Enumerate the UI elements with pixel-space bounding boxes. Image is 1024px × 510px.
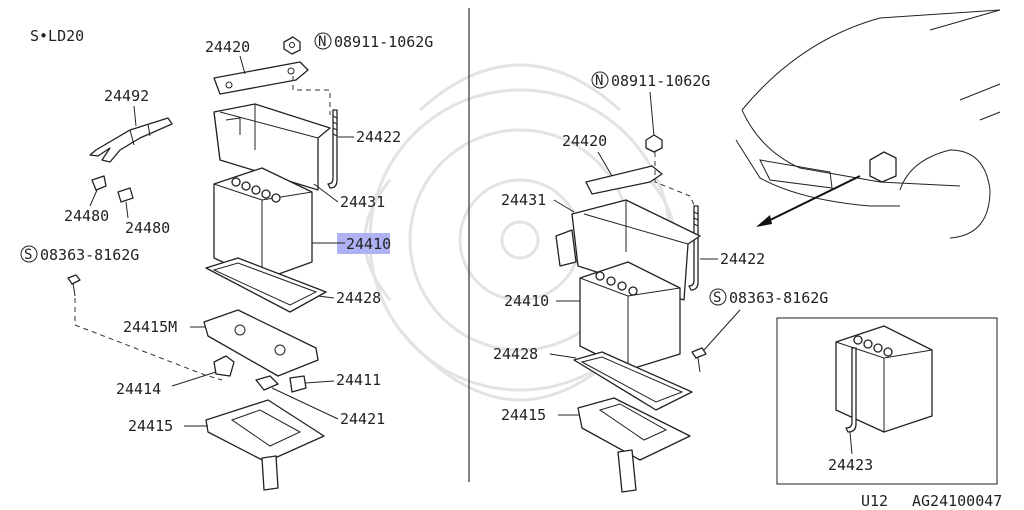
nut-prefix-left: N — [318, 34, 326, 50]
clip-24421 — [255, 375, 279, 391]
bracket-24414 — [213, 355, 235, 377]
label-24492: 24492 — [104, 87, 149, 105]
nut-right — [645, 134, 663, 153]
label-24480-b: 24480 — [125, 219, 170, 237]
label-24411: 24411 — [336, 371, 381, 389]
screw-code-left: S 08363-8162G — [20, 245, 139, 264]
hold-down-bracket-left — [213, 61, 309, 95]
nut-number-left: 08911-1062G — [334, 33, 433, 51]
hold-down-bracket-right — [585, 165, 663, 195]
label-24480-a: 24480 — [64, 207, 109, 225]
label-24415m: 24415M — [123, 318, 177, 336]
label-24422-left: 24422 — [356, 128, 401, 146]
model-tag: S•LD20 — [30, 27, 84, 45]
screw-prefix-right: S — [713, 290, 721, 306]
battery-base-24415-left — [205, 399, 325, 491]
hold-down-rod-left — [327, 109, 338, 189]
screw-number-left: 08363-8162G — [40, 246, 139, 264]
label-24410-left: 24410 — [346, 235, 391, 253]
battery-base-24415-right — [577, 397, 691, 493]
nut-number-right: 08911-1062G — [611, 72, 710, 90]
nut-code-left: N 08911-1062G — [314, 32, 433, 51]
label-24431-right: 24431 — [501, 191, 546, 209]
inset-frame — [776, 317, 998, 485]
location-arrow — [761, 175, 861, 225]
label-24420-right: 24420 — [562, 132, 607, 150]
vehicle-front-outline — [735, 9, 1001, 239]
label-24410-right: 24410 — [504, 292, 549, 310]
battery-box-right — [555, 199, 701, 301]
label-24423: 24423 — [828, 456, 873, 474]
label-24431-left: 24431 — [340, 193, 385, 211]
footer-code-left: U12 — [861, 492, 888, 510]
battery-left — [213, 167, 313, 281]
label-24420-left: 24420 — [205, 38, 250, 56]
clip-24480-b — [117, 187, 134, 203]
highlight-24410 — [337, 233, 390, 254]
clip-24411 — [289, 375, 307, 393]
battery-right — [579, 261, 681, 371]
nut-left — [283, 36, 301, 55]
label-24415-left: 24415 — [128, 417, 173, 435]
screw-right — [691, 347, 707, 373]
screw-left — [67, 274, 81, 297]
hold-down-rod-right — [688, 205, 699, 291]
footer-code-right: AG24100047 — [912, 492, 1002, 510]
screw-number-right: 08363-8162G — [729, 289, 828, 307]
inset-battery — [835, 325, 933, 433]
label-24415-right: 24415 — [501, 406, 546, 424]
label-24422-right: 24422 — [720, 250, 765, 268]
battery-tray-24428-left — [205, 257, 327, 313]
clip-24480-a — [91, 175, 107, 191]
inset-rod-24423 — [845, 347, 857, 433]
battery-tray-24428-right — [573, 351, 693, 411]
label-24428-right: 24428 — [493, 345, 538, 363]
label-24428-left: 24428 — [336, 289, 381, 307]
mounting-plate-24415m — [203, 309, 319, 377]
screw-code-right: S 08363-8162G — [709, 288, 828, 307]
nut-code-right: N 08911-1062G — [591, 71, 710, 90]
battery-holder-24492 — [89, 117, 173, 163]
battery-box-left — [213, 103, 331, 191]
nut-prefix-right: N — [595, 73, 603, 89]
screw-prefix-left: S — [24, 247, 32, 263]
label-24414: 24414 — [116, 380, 161, 398]
label-24421: 24421 — [340, 410, 385, 428]
